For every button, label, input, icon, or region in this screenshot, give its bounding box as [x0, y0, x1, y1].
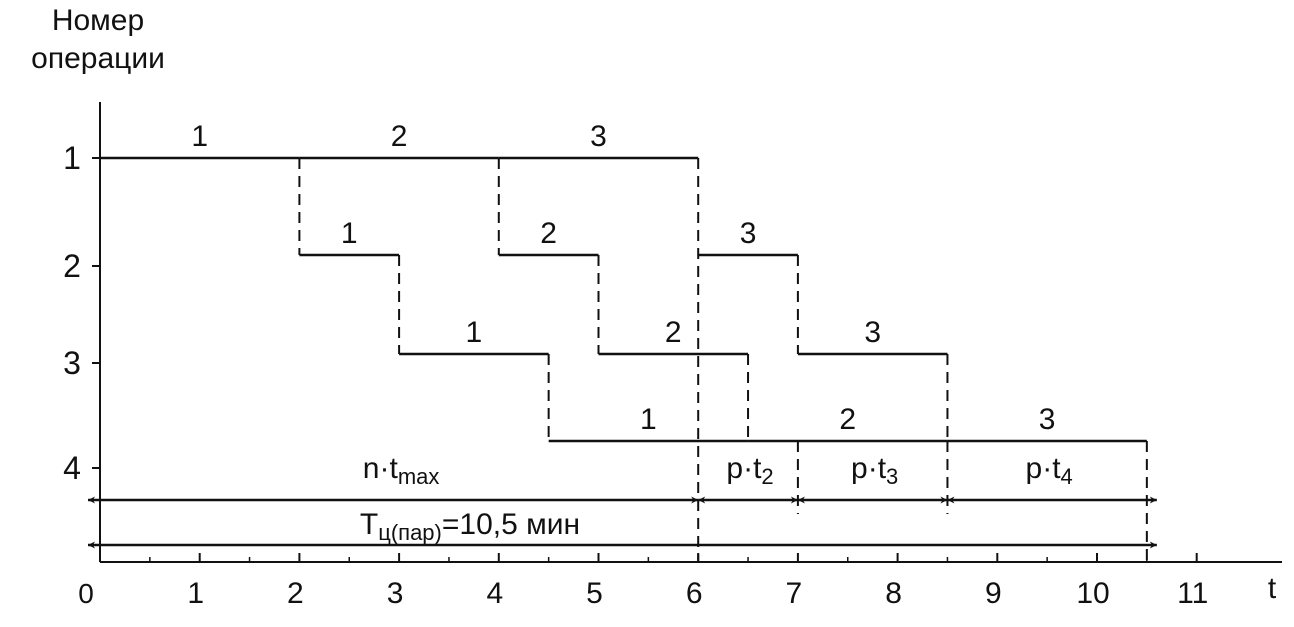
- y-axis-title-line-2: операции: [31, 42, 165, 75]
- x-tick-label: 4: [486, 577, 503, 610]
- batch-label: 2: [665, 316, 682, 349]
- interval-label: p·t4: [1026, 452, 1073, 489]
- chart-frame: [92, 102, 1282, 563]
- batch-label: 2: [540, 217, 557, 250]
- y-tick-label: 4: [63, 450, 81, 486]
- x-tick-label: 1: [187, 577, 204, 610]
- batch-label: 2: [839, 403, 856, 436]
- interval-arrows: [88, 496, 1157, 549]
- x-tick-label: 8: [885, 577, 902, 610]
- batch-label: 2: [391, 120, 408, 153]
- x-tick-label: 10: [1076, 577, 1109, 610]
- y-tick-label: 3: [63, 345, 81, 381]
- batch-label: 1: [640, 403, 657, 436]
- y-tick-label: 1: [63, 140, 81, 176]
- x-tick-label: 6: [686, 577, 703, 610]
- batch-label: 3: [1039, 403, 1056, 436]
- interval-label: p·t3: [851, 452, 898, 489]
- origin-label: 0: [78, 578, 94, 609]
- interval-label: p·t2: [726, 452, 773, 489]
- interval-label: n·tmax: [363, 452, 440, 489]
- x-tick-label: 3: [387, 577, 404, 610]
- y-axis-title: Номер операции: [18, 2, 178, 78]
- x-axis-title: t: [1268, 572, 1277, 605]
- operation-bars: [100, 156, 1147, 443]
- x-tick-label: 9: [985, 577, 1002, 610]
- x-tick-label: 11: [1177, 577, 1208, 610]
- x-tick-label: 5: [586, 577, 603, 610]
- dashed-connectors: [298, 158, 1148, 562]
- batch-label: 1: [466, 316, 483, 349]
- batch-label: 3: [590, 120, 607, 153]
- batch-label: 1: [341, 217, 358, 250]
- batch-label: 1: [191, 120, 208, 153]
- total-cycle-label: Tц(пар)=10,5 мин: [360, 508, 580, 545]
- y-tick-label: 2: [63, 248, 81, 284]
- y-axis-title-line-1: Номер: [51, 4, 145, 37]
- x-tick-label: 2: [287, 577, 304, 610]
- batch-label: 3: [864, 316, 881, 349]
- batch-label: 3: [740, 217, 757, 250]
- chart-labels: 1 2 3 4 5 6 7 8 9 10 11 0 t 1 2 3 4 1 2 3 1 2 3 1 2 3 1 2 3 n·tmax p·t…: [63, 120, 1277, 610]
- x-tick-label: 7: [786, 577, 803, 610]
